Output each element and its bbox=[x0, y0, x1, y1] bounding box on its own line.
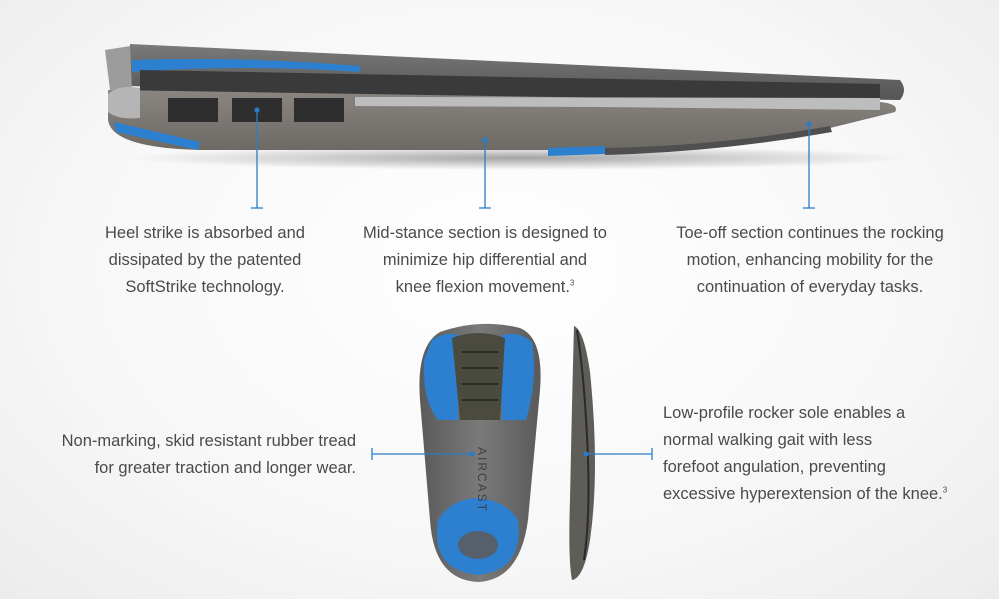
footnote-marker: 3 bbox=[942, 485, 948, 495]
caption-line-text: knee flexion movement. bbox=[395, 278, 570, 296]
top-leader-lines bbox=[251, 107, 815, 209]
heel-cushion bbox=[105, 46, 132, 90]
heel-logo-badge bbox=[458, 531, 498, 559]
heel-chamber-1 bbox=[168, 98, 218, 122]
caption-line: Heel strike is absorbed and bbox=[105, 224, 305, 242]
caption-line: for greater traction and longer wear. bbox=[94, 459, 356, 477]
forefoot-ribs bbox=[462, 351, 498, 401]
heel-chamber-3 bbox=[294, 98, 344, 122]
caption-line: excessive hyperextension of the knee.3 bbox=[663, 481, 983, 508]
caption-line: Non-marking, skid resistant rubber tread bbox=[61, 432, 356, 450]
caption-line: knee flexion movement.3 bbox=[340, 274, 630, 301]
heel-strike-caption: Heel strike is absorbed and dissipated b… bbox=[70, 220, 340, 301]
blue-liner bbox=[132, 58, 360, 72]
midfoot-tread-pad bbox=[548, 146, 605, 156]
caption-line: normal walking gait with less bbox=[663, 431, 873, 449]
caption-line: forefoot angulation, preventing bbox=[663, 458, 886, 476]
forefoot-pod-left bbox=[423, 333, 460, 420]
footnote-marker: 3 bbox=[569, 278, 575, 288]
forefoot-pod-right bbox=[500, 334, 534, 420]
sole-cross-section bbox=[105, 44, 910, 170]
sole-bottom-view: AIRCAST bbox=[419, 323, 541, 582]
caption-line: continuation of everyday tasks. bbox=[696, 278, 924, 296]
heel-insert bbox=[108, 86, 140, 119]
caption-line: SoftStrike technology. bbox=[125, 278, 285, 296]
caption-line: dissipated by the patented bbox=[108, 251, 302, 269]
caption-line: Mid-stance section is designed to bbox=[363, 224, 607, 242]
sole-shadow bbox=[130, 146, 910, 170]
tread-caption: Non-marking, skid resistant rubber tread… bbox=[30, 428, 356, 482]
sole-brand-text: AIRCAST bbox=[475, 447, 489, 513]
forefoot-center bbox=[452, 333, 505, 420]
caption-line-text: excessive hyperextension of the knee. bbox=[663, 485, 943, 503]
side-profile-edge bbox=[576, 329, 590, 561]
mid-stance-caption: Mid-stance section is designed to minimi… bbox=[340, 220, 630, 301]
heel-tread-pad bbox=[114, 122, 200, 150]
rocker-plate bbox=[355, 97, 880, 110]
caption-line: Low-profile rocker sole enables a bbox=[663, 404, 906, 422]
caption-line: minimize hip differential and bbox=[382, 251, 588, 269]
caption-line: Toe-off section continues the rocking bbox=[676, 224, 944, 242]
toe-tread bbox=[605, 126, 832, 155]
toe-off-caption: Toe-off section continues the rocking mo… bbox=[655, 220, 965, 301]
rocker-sole-caption: Low-profile rocker sole enables a normal… bbox=[663, 400, 983, 508]
caption-line: motion, enhancing mobility for the bbox=[686, 251, 934, 269]
bottom-leader-lines bbox=[371, 448, 653, 460]
